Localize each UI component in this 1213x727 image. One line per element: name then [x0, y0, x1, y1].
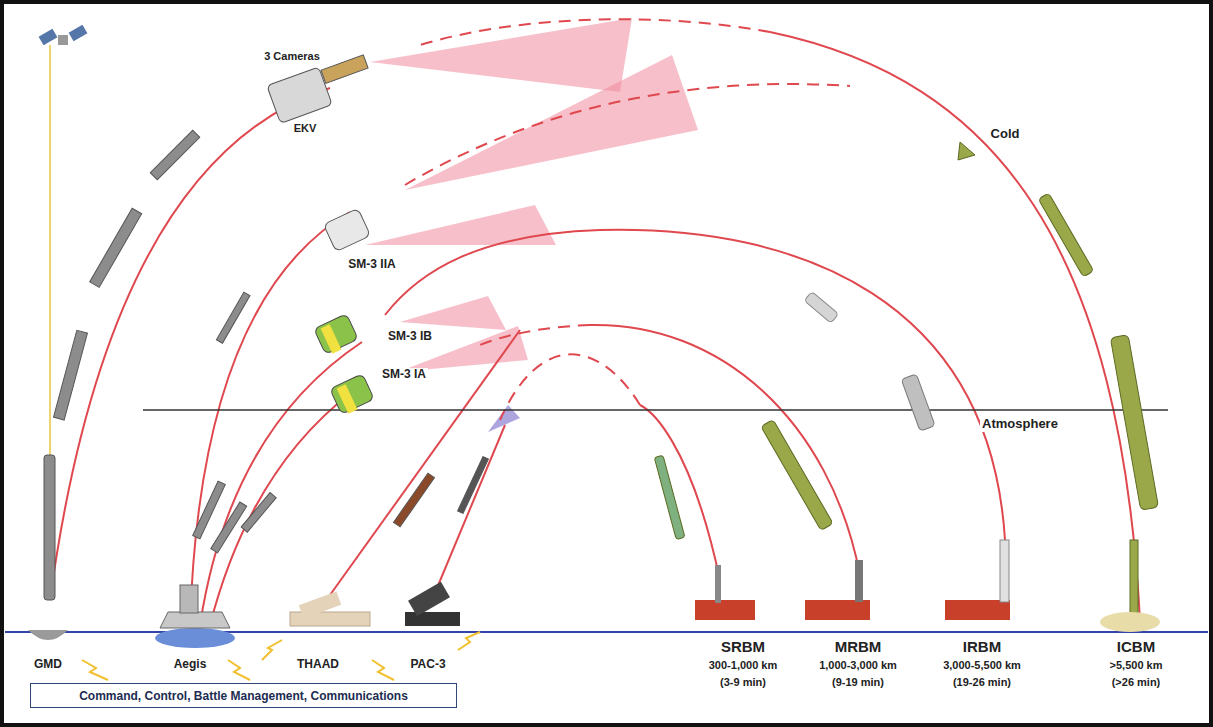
range-value: 1,000-3,000 km	[817, 659, 899, 672]
system-name: PAC-3	[408, 658, 447, 672]
launch-vehicles	[695, 540, 1160, 632]
comms-links	[82, 632, 480, 680]
region-label: Cold	[989, 127, 1022, 142]
interceptor-name: SM-3 IA	[380, 368, 428, 382]
interceptor-name: SM-3 IIA	[346, 258, 397, 272]
interceptor-name: SM-3 IB	[386, 330, 434, 344]
trajectories	[50, 19, 1140, 625]
region-label: Atmosphere	[980, 417, 1060, 432]
system-name: THAAD	[295, 658, 341, 672]
flight-time: (3-9 min)	[718, 676, 768, 689]
atmosphere-line	[143, 409, 1168, 411]
defence-launchers	[28, 582, 460, 640]
system-name: GMD	[32, 658, 64, 672]
range-value: 3,000-5,500 km	[941, 659, 1023, 672]
flight-time: (9-19 min)	[830, 676, 886, 689]
threat-class: IRBM	[961, 638, 1003, 655]
kill-vehicles	[267, 55, 374, 414]
part-name: 3 Cameras	[262, 50, 322, 63]
command-box: Command, Control, Battle Management, Com…	[30, 683, 457, 708]
system-name: Aegis	[172, 658, 209, 672]
node-text: Command, Control, Battle Management, Com…	[79, 689, 408, 703]
flight-time: (>26 min)	[1110, 676, 1163, 689]
threat-class: ICBM	[1115, 638, 1157, 655]
seeker-cones	[365, 18, 698, 372]
threat-missiles	[654, 142, 1158, 625]
satellite	[39, 25, 88, 600]
range-value: 300-1,000 km	[707, 659, 780, 672]
interceptors	[44, 130, 488, 600]
part-name: EKV	[292, 122, 319, 135]
threat-class: SRBM	[719, 638, 767, 655]
flight-time: (19-26 min)	[951, 676, 1013, 689]
sea	[155, 628, 235, 648]
range-value: >5,500 km	[1108, 659, 1165, 672]
threat-class: MRBM	[833, 638, 884, 655]
